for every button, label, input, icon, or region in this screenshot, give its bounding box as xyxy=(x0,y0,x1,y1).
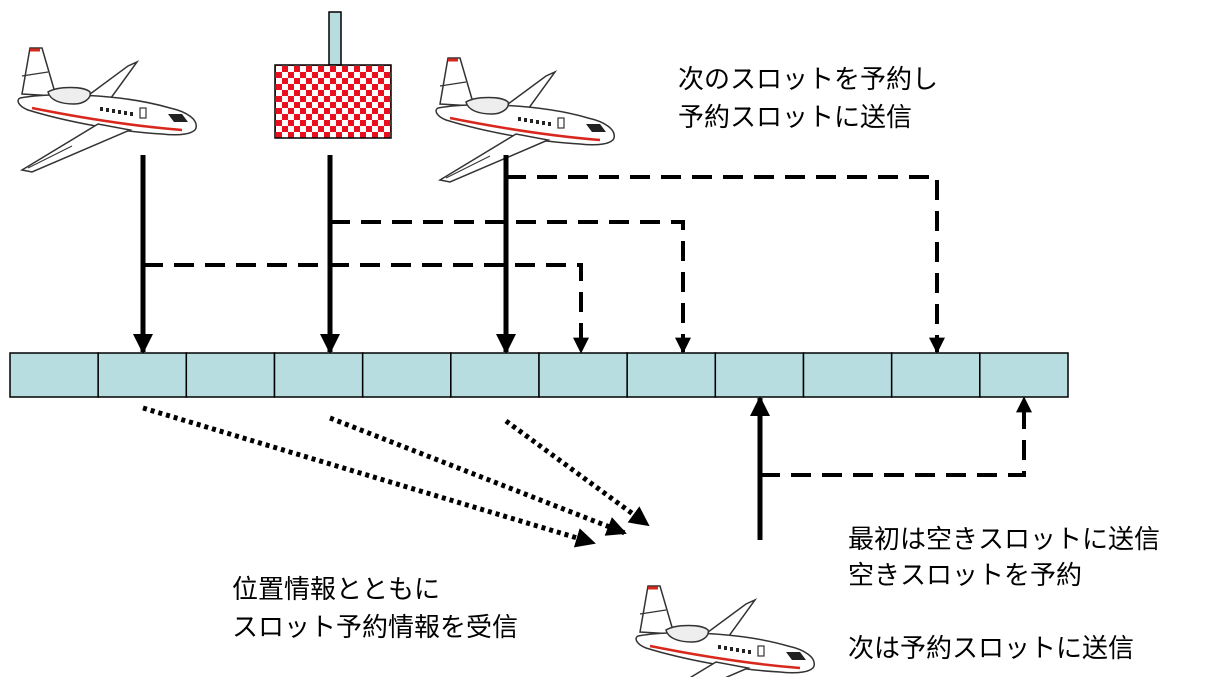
first-send-label-line-1: 最初は空きスロットに送信 xyxy=(848,525,1161,555)
aircraft-1-icon xyxy=(16,46,198,174)
aircraft-2-icon xyxy=(434,56,616,184)
receive-arrow-1 xyxy=(142,405,596,548)
time-slot xyxy=(273,352,364,398)
time-slot xyxy=(450,352,540,398)
slot-row xyxy=(9,352,1069,398)
reservation-arrow-3 xyxy=(506,175,945,354)
reservation-arrow-1 xyxy=(143,263,589,354)
receive-arrow-3 xyxy=(504,418,650,528)
time-slot xyxy=(9,352,99,398)
time-slot xyxy=(802,352,893,398)
first-send-label-line-2: 空きスロットを予約 xyxy=(848,561,1083,591)
reservation-arrow-4 xyxy=(760,396,1032,477)
reservation-arrow-2 xyxy=(330,220,691,354)
ground-station-icon xyxy=(274,11,392,139)
time-slot xyxy=(890,352,981,398)
aircraft-3-icon xyxy=(634,584,816,677)
time-slot xyxy=(361,352,452,398)
receive-info-label-line-2: スロット予約情報を受信 xyxy=(232,613,519,643)
time-slot xyxy=(97,352,188,398)
time-slot xyxy=(538,352,628,398)
reserve-next-label-line-2: 予約スロットに送信 xyxy=(678,103,913,133)
time-slot xyxy=(185,352,276,398)
receive-info-label-line-1: 位置情報とともに xyxy=(232,575,441,605)
next-send-label: 次は予約スロットに送信 xyxy=(848,634,1135,664)
reserve-next-label-line-1: 次のスロットを予約し xyxy=(678,65,939,95)
time-slot xyxy=(626,352,717,398)
time-slot xyxy=(714,352,805,398)
time-slot xyxy=(979,352,1069,398)
